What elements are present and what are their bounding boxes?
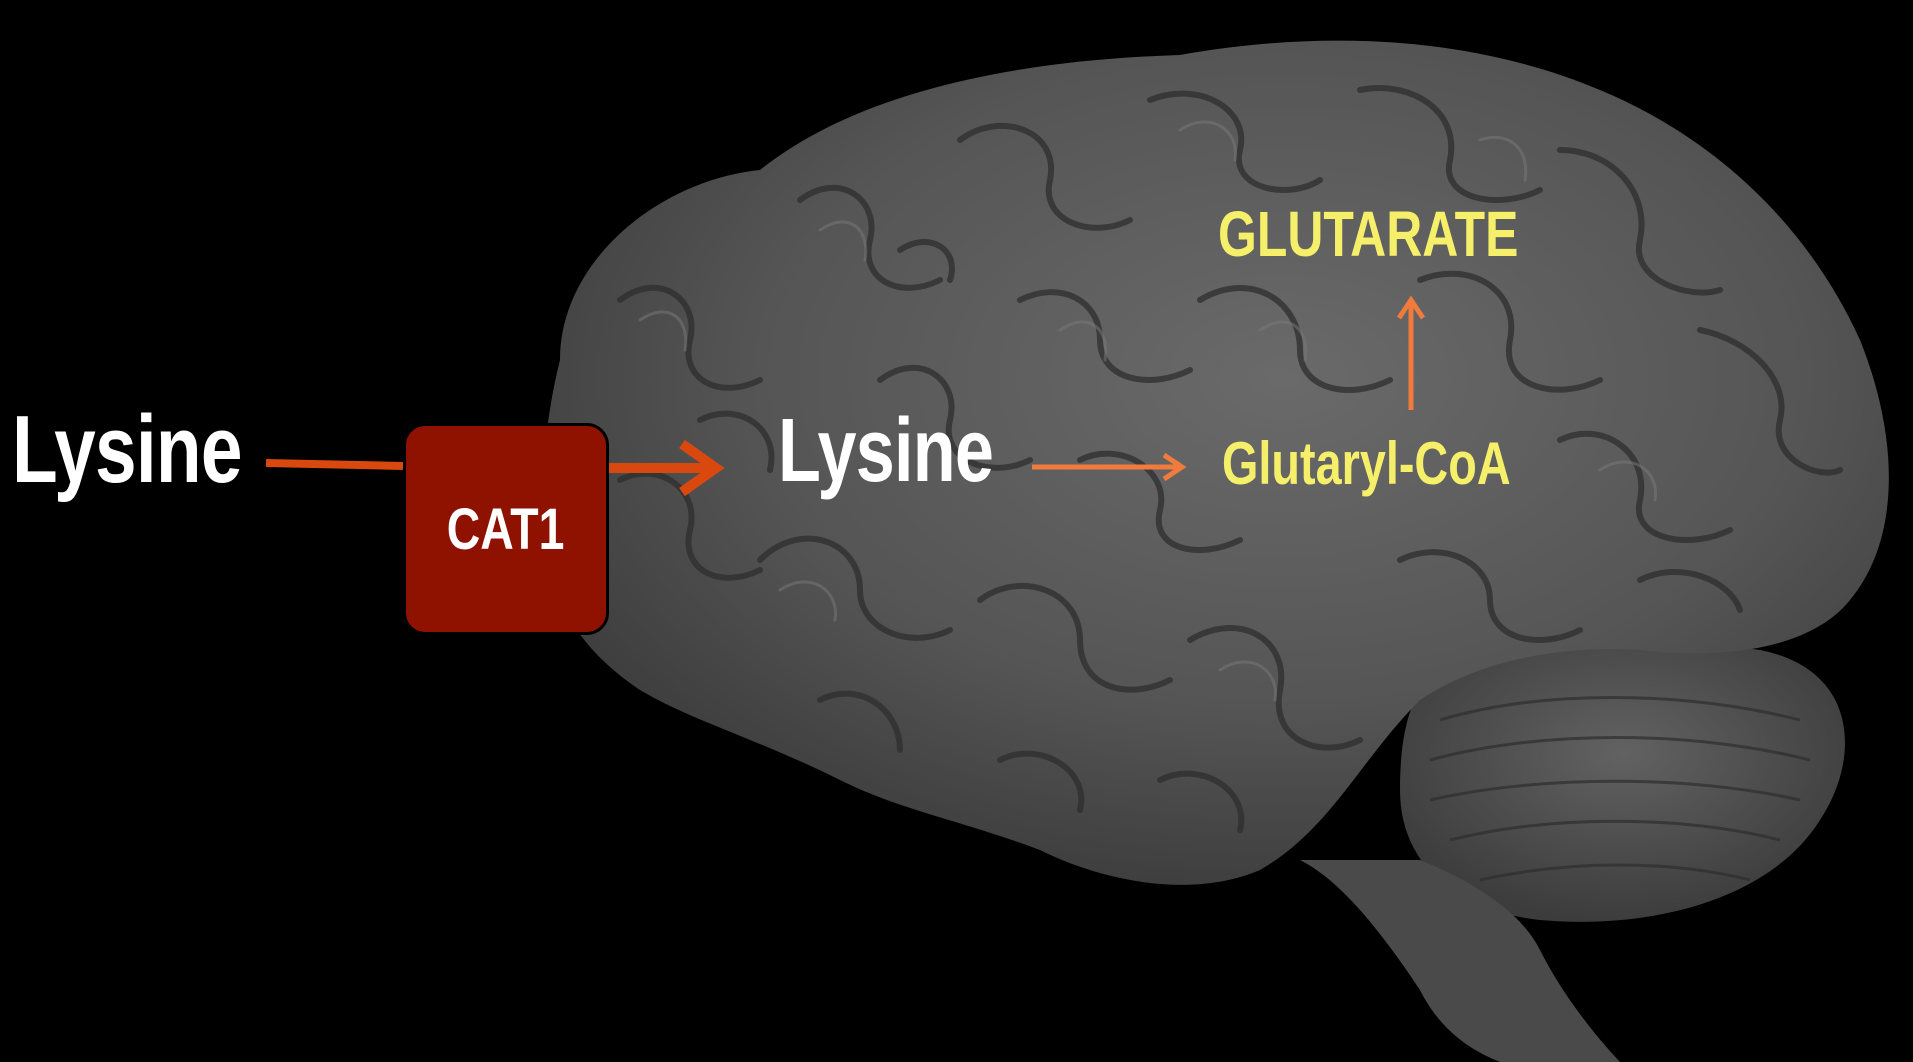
cat1-transporter-box: CAT1 xyxy=(403,423,609,635)
cat1-label: CAT1 xyxy=(447,496,565,563)
lysine-inside-label: Lysine xyxy=(778,406,993,496)
glutaryl-coa-label: Glutaryl-CoA xyxy=(1222,434,1511,494)
lysine-outside-label: Lysine xyxy=(12,402,242,498)
glutarate-label: GLUTARATE xyxy=(1218,202,1518,266)
